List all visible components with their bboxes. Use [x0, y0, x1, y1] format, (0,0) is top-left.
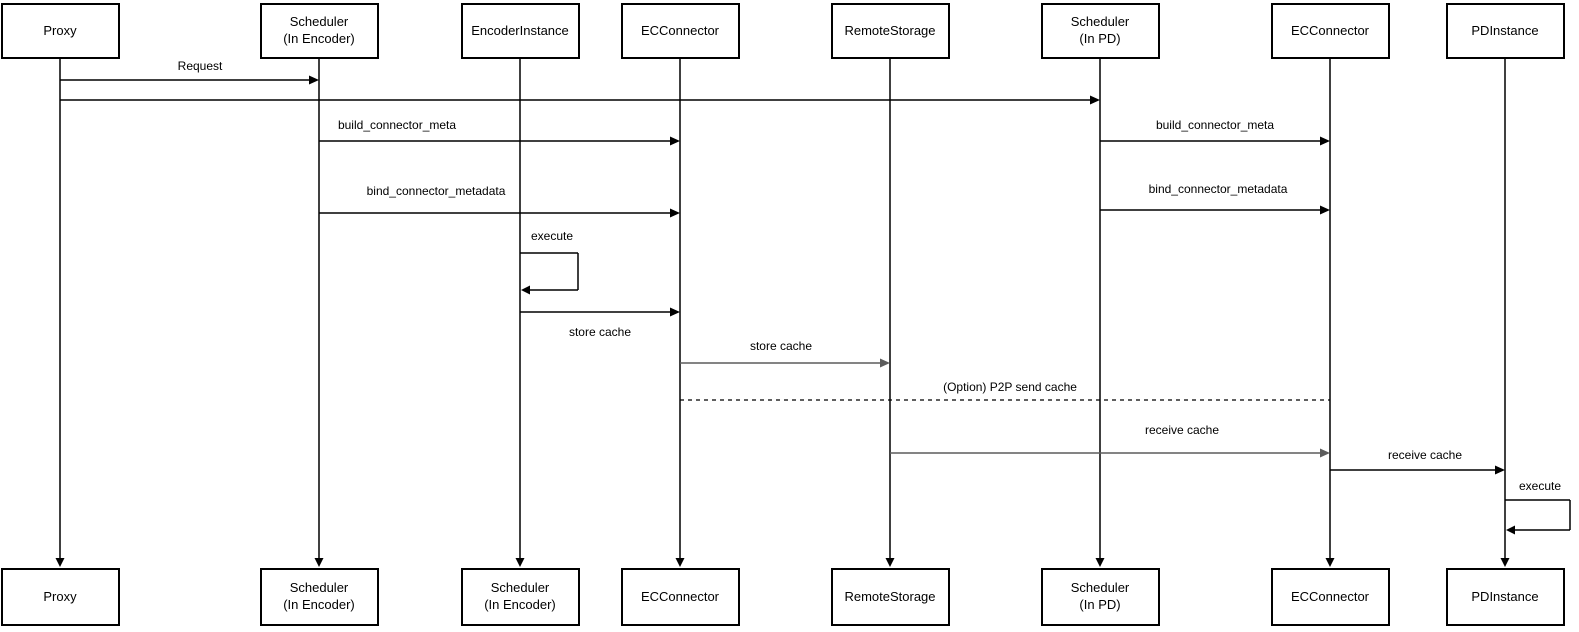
message-label: receive cache — [1387, 448, 1463, 462]
message-arrowhead — [670, 208, 680, 218]
lifeline-arrowhead-remote-storage — [885, 558, 895, 567]
actor-bottom-box-ec-connector-2: ECConnector — [1270, 568, 1390, 626]
message-label: bind_connector_metadata — [366, 184, 506, 198]
actor-bottom-box-scheduler-encoder: Scheduler (In Encoder) — [259, 568, 379, 626]
actor-bottom-box-remote-storage: RemoteStorage — [830, 568, 950, 626]
message-label: Request — [177, 59, 223, 73]
actor-top-box-remote-storage: RemoteStorage — [830, 3, 950, 59]
actor-top-box-proxy: Proxy — [0, 3, 120, 59]
lifeline-arrowhead-ec-connector-2 — [1325, 558, 1335, 567]
message-arrowhead — [1320, 136, 1330, 146]
message-label: receive cache — [1144, 423, 1220, 437]
lifeline-arrowhead-encoder-instance — [515, 558, 525, 567]
lifeline-arrowhead-scheduler-encoder — [314, 558, 324, 567]
message-arrowhead — [309, 75, 319, 85]
message-arrowhead — [670, 307, 680, 317]
lifeline-arrowhead-proxy — [55, 558, 65, 567]
lifeline-arrowhead-scheduler-pd — [1095, 558, 1105, 567]
actor-top-box-pd-instance: PDInstance — [1445, 3, 1565, 59]
message-arrowhead — [1495, 465, 1505, 475]
actor-bottom-box-pd-instance: PDInstance — [1445, 568, 1565, 626]
actor-top-box-scheduler-encoder: Scheduler (In Encoder) — [259, 3, 379, 59]
message-arrowhead — [670, 136, 680, 146]
message-arrowhead — [880, 358, 890, 368]
actor-top-box-scheduler-pd: Scheduler (In PD) — [1040, 3, 1160, 59]
message-label: store cache — [568, 325, 632, 339]
actor-bottom-box-proxy: Proxy — [0, 568, 120, 626]
actor-top-box-ec-connector-1: ECConnector — [620, 3, 740, 59]
actor-bottom-box-encoder-instance: Scheduler (In Encoder) — [460, 568, 580, 626]
actor-top-box-ec-connector-2: ECConnector — [1270, 3, 1390, 59]
lifeline-arrowhead-ec-connector-1 — [675, 558, 685, 567]
self-message-arrowhead — [521, 285, 530, 295]
actor-bottom-box-ec-connector-1: ECConnector — [620, 568, 740, 626]
message-label: execute — [1518, 479, 1562, 493]
message-arrowhead — [1320, 448, 1330, 458]
message-arrowhead — [1090, 95, 1100, 105]
lifeline-arrowhead-pd-instance — [1500, 558, 1510, 567]
message-label: store cache — [749, 339, 813, 353]
message-label: build_connector_meta — [1155, 118, 1275, 132]
message-label: build_connector_meta — [337, 118, 457, 132]
actor-top-box-encoder-instance: EncoderInstance — [460, 3, 580, 59]
actor-bottom-box-scheduler-pd: Scheduler (In PD) — [1040, 568, 1160, 626]
self-message-arrowhead — [1506, 525, 1515, 535]
message-label: (Option) P2P send cache — [943, 380, 1077, 394]
message-label: bind_connector_metadata — [1148, 182, 1288, 196]
message-arrowhead — [1320, 205, 1330, 215]
message-label: execute — [530, 229, 574, 243]
